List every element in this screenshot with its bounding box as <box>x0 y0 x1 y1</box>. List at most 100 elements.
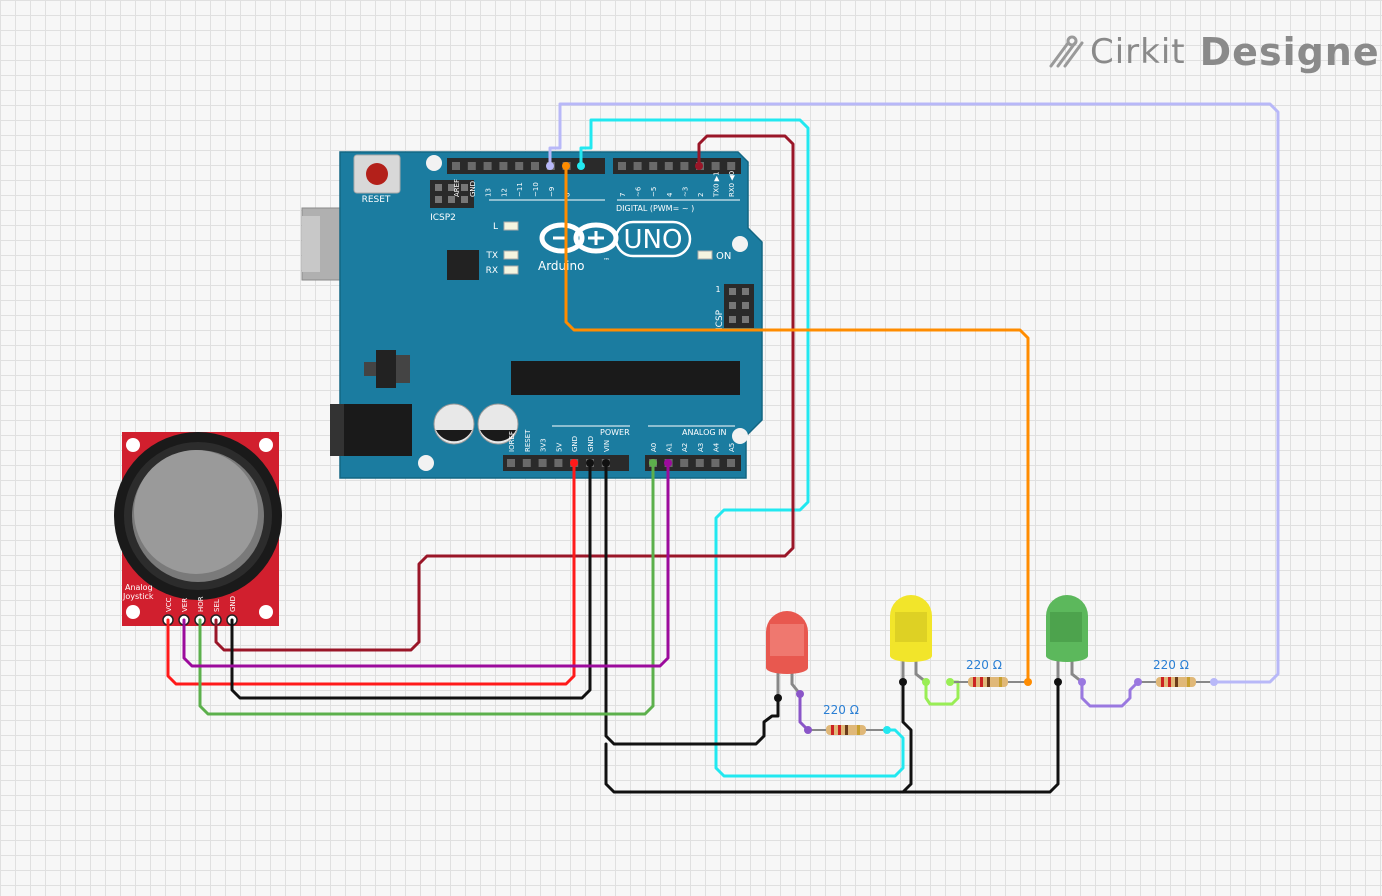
wire-endpoints <box>546 162 1218 734</box>
header-pin[interactable] <box>522 459 531 467</box>
board-pcb <box>339 151 763 479</box>
resistor-3-label: 220 Ω <box>1153 658 1189 672</box>
led-red[interactable] <box>766 611 808 698</box>
header-pin[interactable] <box>711 162 720 170</box>
icsp2-pins <box>435 184 468 203</box>
header-pin[interactable] <box>467 162 476 170</box>
mount-hole <box>126 605 140 619</box>
wire-lime-yellow <box>924 680 960 706</box>
reset-button[interactable] <box>366 163 388 185</box>
reset-label: RESET <box>362 195 391 205</box>
brand-designer: Designer <box>1199 30 1382 74</box>
header-pin[interactable] <box>538 459 547 467</box>
led-l <box>503 221 519 231</box>
header-pin-label: VIN <box>603 440 611 452</box>
header-pin-label: A4 <box>712 442 720 452</box>
resistor-3[interactable]: 220 Ω <box>1138 658 1214 687</box>
brand-cirkit: Cirkit <box>1090 32 1186 72</box>
header-pin-label: GND <box>587 436 595 452</box>
wire-black-gnd1 <box>230 461 592 700</box>
mount-hole <box>418 455 434 471</box>
icsp2-label: ICSP2 <box>430 213 456 223</box>
header-pin[interactable] <box>499 162 508 170</box>
joystick-label-1: Analog <box>125 583 153 592</box>
header-pin[interactable] <box>711 459 720 467</box>
led-yellow[interactable] <box>890 595 932 684</box>
header-pin[interactable] <box>727 162 736 170</box>
mount-hole <box>126 438 140 452</box>
header-pin-label: 12 <box>500 188 508 197</box>
led-green-highlight <box>1050 612 1082 642</box>
wire-orange <box>564 164 1030 684</box>
wire-purple-a1 <box>182 461 670 668</box>
header-pin-label: 7 <box>619 193 627 197</box>
header-pin[interactable] <box>483 162 492 170</box>
header-pin[interactable] <box>649 162 658 170</box>
led-green[interactable] <box>1046 595 1088 684</box>
header-pin[interactable] <box>680 459 689 467</box>
mount-hole <box>259 605 273 619</box>
uno-label: UNO <box>624 225 683 255</box>
mount-hole <box>732 236 748 252</box>
joystick-pin-label: SEL <box>213 599 221 612</box>
analog-label: ANALOG IN <box>682 428 727 437</box>
power-label: POWER <box>600 428 630 437</box>
header-pin-label: ~9 <box>548 187 556 197</box>
header-pin[interactable] <box>633 162 642 170</box>
analog-header <box>645 455 741 471</box>
resistor-2-label: 220 Ω <box>966 658 1002 672</box>
header-pin[interactable] <box>554 459 563 467</box>
wire-violet-green <box>1080 680 1140 708</box>
header-pin[interactable] <box>507 459 515 467</box>
digital-label: DIGITAL (PWM= ~ ) <box>616 204 694 213</box>
header-pin-label: 3V3 <box>540 438 548 452</box>
wire-black-gnd3 <box>604 680 1060 794</box>
header-pin[interactable] <box>727 459 735 467</box>
led-lead <box>914 658 927 684</box>
joystick-label-2: Joystick <box>122 592 154 601</box>
header-pin[interactable] <box>531 162 539 170</box>
usb-connector-face <box>302 216 320 272</box>
led-lead <box>1070 658 1083 684</box>
header-pin[interactable] <box>618 162 626 170</box>
icsp-label: ICSP <box>715 309 725 330</box>
header-pin[interactable] <box>452 162 460 170</box>
tm-label: ™ <box>603 257 610 265</box>
resistor-2[interactable]: 220 Ω <box>950 658 1028 687</box>
logo-icon <box>1049 35 1084 68</box>
header-pin-label: A5 <box>728 443 736 452</box>
header-pin[interactable] <box>695 459 704 467</box>
capacitor <box>477 403 519 445</box>
resistor-bands <box>831 725 860 735</box>
power-jack-face <box>330 404 344 456</box>
led-rx-label: RX <box>486 266 498 276</box>
joystick-pin-label: VER <box>181 598 189 612</box>
header-pin-label: A0 <box>650 443 658 452</box>
wire-black-yellow <box>901 680 913 794</box>
voltage-regulator-pin <box>364 362 376 376</box>
resistor-1-label: 220 Ω <box>823 703 859 717</box>
wire-cyan <box>579 118 905 778</box>
resistor-bands <box>973 677 1002 687</box>
wires <box>166 102 1280 794</box>
header-pin[interactable] <box>515 162 524 170</box>
arduino-uno-board[interactable]: RESET ICSP2 L TX RX ON UNO Arduino ™ <box>301 151 763 479</box>
led-red-highlight <box>770 624 804 656</box>
header-pin-label: IOREF <box>508 431 516 452</box>
voltage-regulator-tab <box>396 355 410 383</box>
wire-violet-red-led <box>798 692 810 732</box>
joystick-cap-top <box>134 450 258 574</box>
led-yellow-highlight <box>895 612 927 642</box>
led-tx <box>503 250 519 260</box>
header-pin-label: RX0 ◀0 <box>728 171 736 197</box>
icsp-pins <box>729 288 749 323</box>
resistor-1[interactable]: 220 Ω <box>808 703 887 735</box>
power-header <box>503 455 629 471</box>
led-rx <box>503 265 519 275</box>
header-pin-label: ~3 <box>681 187 689 197</box>
header-pin[interactable] <box>664 162 673 170</box>
header-pin[interactable] <box>680 162 689 170</box>
arduino-brand-label: Arduino <box>538 259 584 273</box>
